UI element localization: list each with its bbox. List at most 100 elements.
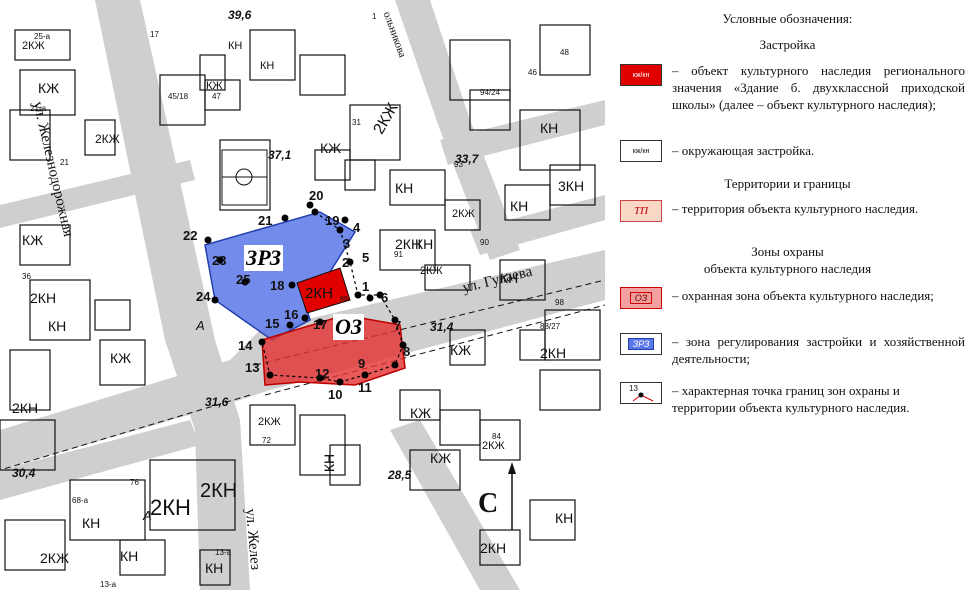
pt-7: 7 xyxy=(394,318,402,333)
reg-zone-text: – зона регулирования застройки и хозяйст… xyxy=(672,334,965,366)
hn-1: 47 xyxy=(212,92,221,101)
point-symbol: 13 xyxy=(620,382,662,404)
bl-4: КЖ xyxy=(206,80,223,92)
bl-21: КН xyxy=(500,270,519,286)
bl-8: 3КН xyxy=(558,178,585,194)
pt-11: 11 xyxy=(358,380,372,395)
pt-17: 17 xyxy=(313,317,328,332)
hn-5: 25-а xyxy=(34,32,51,41)
legend-section-building: Застройка xyxy=(759,37,816,52)
heritage-symbol: кж/кн xyxy=(620,64,662,86)
hn-14: 93 xyxy=(454,160,463,169)
bl-17: 2КЖ xyxy=(482,440,505,452)
legend-item-point: 13 – характерная точка границ зон охраны… xyxy=(620,382,965,418)
pt-23: 23 xyxy=(212,253,227,268)
bl-30: 2КН xyxy=(480,540,507,556)
bl-31: КН xyxy=(120,548,139,564)
bl-27: КН xyxy=(395,180,414,196)
bl-33: КЖ xyxy=(430,450,452,466)
street-zhelezn-bottom: ул. Желез xyxy=(242,508,264,571)
cadastral-map xyxy=(0,0,605,590)
pt-12: 12 xyxy=(315,366,330,381)
bl-23: 2КН xyxy=(540,345,567,361)
reg-zone-symbol-label: ЗРЗ xyxy=(627,338,655,350)
legend-section-zones-1: Зоны охраны xyxy=(751,244,824,259)
protect-zone-text: – охранная зона объекта культурного насл… xyxy=(672,288,934,303)
bl-25: 2КЖ xyxy=(420,265,443,277)
legend-item-surrounding: кж/кн – окружающая застройка. xyxy=(620,140,965,164)
hn-0: 45/18 xyxy=(168,92,189,101)
elev-1: 39,6 xyxy=(228,8,252,22)
bl-36: 2КН xyxy=(200,480,238,502)
bl-16: КН xyxy=(82,515,101,531)
hn-15: 98 xyxy=(555,298,564,307)
street-zheleznodorozhnaya: ул. Железнодорожная xyxy=(29,100,77,239)
bl-12: КЖ xyxy=(22,232,44,248)
hn-12: 94/24 xyxy=(480,88,501,97)
pt-15: 15 xyxy=(265,316,280,331)
elev-5: 31,6 xyxy=(205,395,229,409)
oz-label: ОЗ xyxy=(333,314,365,340)
legend-panel: Условные обозначения: Застройка кж/кн – … xyxy=(610,0,965,590)
pt-16: 16 xyxy=(284,307,299,322)
street-top: ольникова xyxy=(380,10,409,60)
surrounding-symbol: кж/кн xyxy=(620,140,662,162)
street-gulaeva: ул. Гулаева xyxy=(461,263,534,297)
heritage-building xyxy=(296,267,351,314)
bl-3: 2КН xyxy=(150,495,191,520)
point-text: – характерная точка границ зон охраны и … xyxy=(672,383,910,415)
bl-18: КН xyxy=(205,560,224,576)
bl-29: КН xyxy=(321,453,338,473)
heritage-text: – объект культурного наследия региональн… xyxy=(672,63,965,112)
pt-21: 21 xyxy=(258,213,273,228)
pt-3: 3 xyxy=(343,236,351,251)
hn-3: 21-а xyxy=(30,104,47,113)
bl-2: КН xyxy=(228,40,243,52)
protect-zone-symbol: ОЗ xyxy=(620,287,662,309)
hn-8: 76 xyxy=(130,478,139,487)
pt-10: 10 xyxy=(328,387,343,402)
elev-3: 37,1 xyxy=(268,148,292,162)
hn-9: 72 xyxy=(262,436,271,445)
bl-35: КН xyxy=(555,510,574,526)
hn-6: 36 xyxy=(22,272,31,281)
map-panel: ул. Железнодорожная ул. Гулаева ул. Желе… xyxy=(0,0,605,590)
bl-9: КН xyxy=(510,198,529,214)
legend-title: Условные обозначения: xyxy=(722,11,853,26)
reg-zone-symbol: ЗРЗ xyxy=(620,333,662,355)
pt-13: 13 xyxy=(245,360,260,375)
bl-6: 2КЖ xyxy=(370,100,402,138)
pt-14: 14 xyxy=(238,338,253,353)
bl-7: 2КН xyxy=(395,236,422,252)
pt-22: 22 xyxy=(183,228,198,243)
hn-7: 68-а xyxy=(72,496,89,505)
bl-10: 2КЖ xyxy=(452,208,475,220)
surrounding-text: – окружающая застройка. xyxy=(672,143,815,158)
bl-13: КН xyxy=(48,318,67,334)
bl-24: КН xyxy=(415,236,434,252)
pt-18: 18 xyxy=(270,278,285,293)
bl-14: 2КЖ xyxy=(258,416,281,428)
bl-15: КЖ xyxy=(410,405,432,421)
legend-item-heritage: кж/кн – объект культурного наследия реги… xyxy=(620,62,965,132)
legend-item-territory: ТП – территория объекта культурного насл… xyxy=(620,200,965,236)
hn-10: 84 xyxy=(492,432,501,441)
bl-32: 2КЖ xyxy=(95,132,120,146)
pt-8: 8 xyxy=(403,344,411,359)
hn-13: 90 xyxy=(480,238,489,247)
protect-zone-symbol-label: ОЗ xyxy=(629,292,653,304)
heritage-label: 2КН xyxy=(305,285,333,302)
bl-11: 2КН xyxy=(30,290,57,306)
bl-34: КЖ xyxy=(110,350,132,366)
bl-0: 2КЖ xyxy=(22,40,45,52)
bl-28: 2КЖ xyxy=(40,550,69,566)
pt-19: 19 xyxy=(325,213,340,228)
hn-4: 21 xyxy=(60,158,69,167)
heritage-num: 89 xyxy=(340,296,348,303)
pt-25: 25 xyxy=(236,272,251,287)
zone-letter-a-1: А xyxy=(196,318,205,333)
pt-6: 6 xyxy=(381,290,389,305)
hn-16: 48 xyxy=(560,48,569,57)
bl-26: КЖ xyxy=(320,140,342,156)
